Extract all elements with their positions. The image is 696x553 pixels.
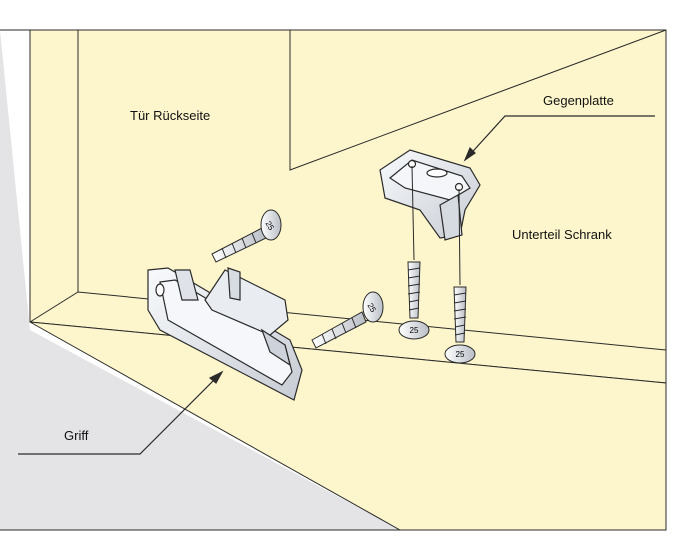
door-bottom-edge: [29, 291, 667, 351]
screw-vertical-right: [444, 188, 476, 364]
handle-part: [147, 267, 303, 401]
screw-lower-diagonal: [311, 291, 384, 349]
screw-upper-diagonal: [211, 209, 282, 263]
handle-hole: [155, 283, 165, 297]
label-counter-plate: Gegenplatte: [543, 93, 614, 108]
counter-plate-part: [379, 149, 481, 241]
label-handle: Griff: [64, 428, 89, 443]
leader-gegenplatte: [464, 115, 655, 161]
screw-marking: 25: [366, 302, 379, 315]
grey-left-area: [0, 30, 400, 530]
slot-hole: [426, 168, 448, 178]
label-cabinet-base: Unterteil Schrank: [512, 227, 612, 242]
screw-marking: 25: [410, 326, 419, 335]
cabinet-inner-edge: [289, 29, 667, 171]
screw-vertical-left: [398, 165, 430, 340]
leader-lines: [18, 115, 655, 455]
screw-marking: 25: [264, 220, 277, 233]
leader-griff: [18, 371, 223, 455]
label-door-back: Tür Rückseite: [130, 108, 211, 123]
screw-marking: 25: [456, 350, 465, 359]
